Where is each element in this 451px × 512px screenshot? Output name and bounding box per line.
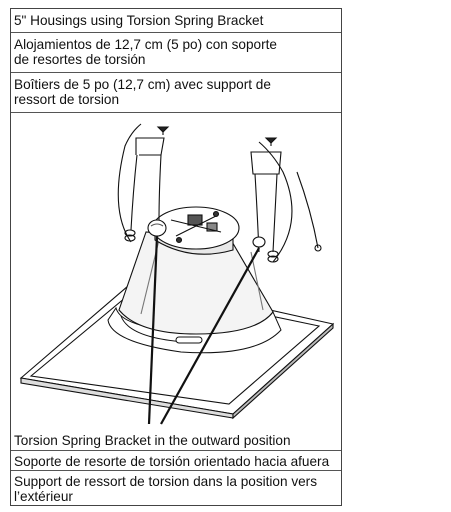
- divider: [11, 72, 341, 73]
- caption-frame: [10, 8, 342, 506]
- divider: [11, 112, 341, 113]
- housing-top: [152, 206, 240, 255]
- divider: [11, 32, 341, 33]
- divider: [11, 450, 341, 451]
- right-torsion-spring-bracket: [250, 137, 322, 263]
- title-french: Boîtiers de 5 po (12,7 cm) avec support …: [14, 77, 271, 107]
- callout-english: Torsion Spring Bracket in the outward po…: [14, 433, 291, 448]
- divider: [11, 470, 341, 471]
- callout-spanish: Soporte de resorte de torsión orientado …: [14, 454, 330, 469]
- left-torsion-spring-bracket: [117, 123, 170, 243]
- title-english: 5" Housings using Torsion Spring Bracket: [14, 13, 264, 28]
- callout-leader-lines: [147, 235, 260, 425]
- housing-illustration: [19, 123, 335, 425]
- callout-french: Support de ressort de torsion dans la po…: [14, 474, 318, 504]
- housing-can: [118, 231, 274, 335]
- title-spanish: Alojamientos de 12,7 cm (5 po) con sopor…: [14, 37, 277, 67]
- flange-ring: [107, 306, 282, 354]
